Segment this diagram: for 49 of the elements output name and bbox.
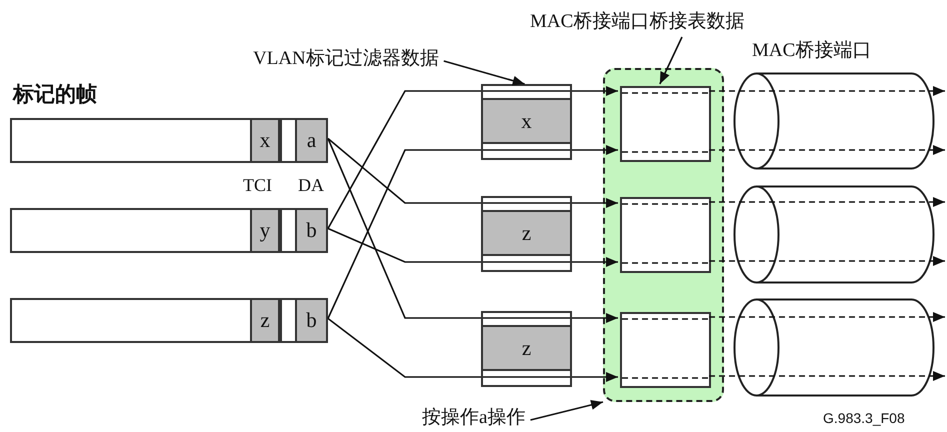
dashed-arrow [709,145,945,155]
filter-box [481,311,572,387]
callout-text: 按操作a操作 [422,405,526,431]
bridge-group [603,68,724,402]
dashed-arrow [709,312,945,322]
arrow [572,145,618,155]
arrow [572,372,618,382]
dashed-arrow [709,256,945,266]
leader-line [530,400,604,421]
leader-line [659,36,683,84]
dashed-arrow [709,371,945,381]
callout-text: MAC桥接端口桥接表数据 [530,8,744,36]
connector-line [327,138,481,204]
arrow [572,257,618,267]
tag-field: b [295,298,328,343]
filter-box [481,196,572,272]
frame-box [10,118,328,163]
port-label: MAC桥接端口 [752,41,872,60]
filter-box [481,84,572,160]
arrow [572,198,618,208]
tag-band: z [483,325,570,371]
leader-line [444,60,525,86]
table-box [620,86,711,162]
port-cylinder [733,185,935,284]
frame-box [10,298,328,343]
arrow [572,313,618,323]
field-label: DA [298,176,324,194]
tag-field: x [250,118,280,163]
tag-field: z [250,298,280,343]
dashed-arrow [709,197,945,207]
field-label: TCI [243,176,272,194]
tag-band: z [483,210,570,256]
tag-field: y [250,208,280,253]
connector-line [328,318,481,378]
connector-line [327,90,481,229]
port-cylinder [733,298,935,397]
arrow [572,86,618,96]
tag-field: b [295,208,328,253]
dashed-arrow [709,86,945,96]
tag-band: x [483,98,570,144]
table-box [620,197,711,273]
table-box [620,312,711,388]
tag-field: a [295,118,328,163]
port-cylinder [733,72,935,170]
frame-heading: 标记的帧 [13,84,97,105]
frame-box [10,208,328,253]
callout-text: VLAN标记过滤器数据 [253,46,439,72]
connector-line [328,228,481,263]
figure-id: G.983.3_F08 [823,411,905,425]
